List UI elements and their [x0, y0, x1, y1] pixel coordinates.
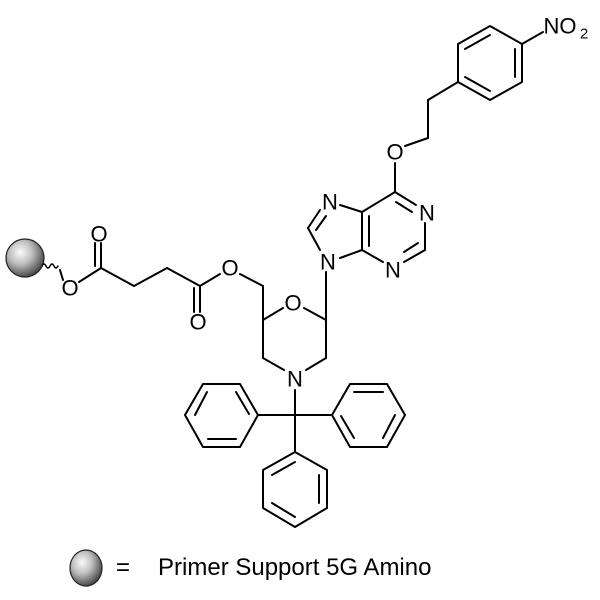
- support-bead-icon: [5, 238, 45, 278]
- atom-ring-n: N: [287, 367, 303, 392]
- atom-ring-o: O: [284, 291, 301, 316]
- legend: = Primer Support 5G Amino: [68, 548, 431, 588]
- morpholine-ring: [262, 271, 327, 371]
- atom-ether-o: O: [386, 140, 403, 165]
- atom-purine-n3: N: [385, 258, 401, 283]
- atom-nitro-subscript: 2: [580, 26, 588, 43]
- atom-purine-n7: N: [322, 190, 338, 215]
- atom-ester-o: O: [221, 256, 238, 281]
- atom-ester-carbonyl-o: O: [189, 310, 206, 335]
- trityl-group: [184, 383, 406, 528]
- atom-nitro: NO: [544, 14, 577, 39]
- atom-linker-o: O: [61, 276, 78, 301]
- atom-purine-n9: N: [320, 250, 336, 275]
- atom-labels: O O O O O N N N N N O NO 2: [61, 14, 588, 392]
- support-bead-icon: [69, 549, 103, 587]
- legend-equals: =: [116, 554, 131, 581]
- purine-base: [307, 162, 426, 263]
- wavy-bond: [41, 263, 59, 269]
- atom-linker-carbonyl-o: O: [90, 222, 107, 247]
- succinyl-linker: [59, 242, 264, 321]
- nitrophenethyl-group: [404, 25, 544, 147]
- atom-purine-n1: N: [419, 201, 435, 226]
- legend-label: Primer Support 5G Amino: [158, 554, 432, 581]
